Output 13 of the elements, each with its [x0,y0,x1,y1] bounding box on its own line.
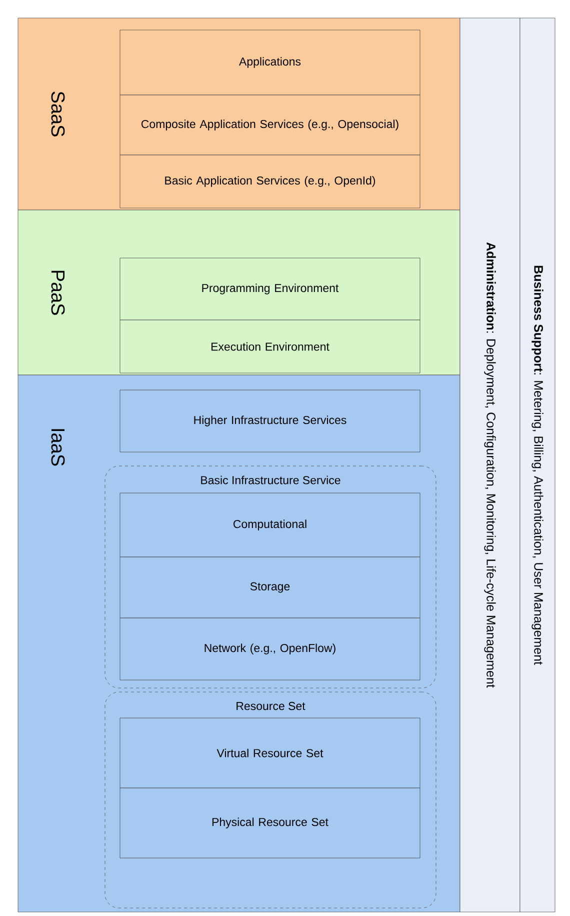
service-box: Basic Application Services (e.g., OpenId) [120,154,420,208]
service-box: Higher Infrastructure Services [120,390,420,452]
side-column: Business Support: Metering, Billing, Authentication, User Management [520,18,556,912]
service-box: Composite Application Services (e.g., Opensocial) [120,94,420,156]
service-box: Programming Environment [120,258,420,320]
side-column: Administration: Deployment, Configuration, Monitoring, Life-cycle Management [460,18,520,912]
service-box: Virtual Resource Set [120,718,420,788]
service-box: Computational [120,492,420,558]
service-box: Network (e.g., OpenFlow) [120,618,420,680]
service-box: Storage [120,556,420,618]
service-box: Execution Environment [120,320,420,374]
service-box: Physical Resource Set [120,788,420,858]
service-box: Applications [120,30,420,96]
